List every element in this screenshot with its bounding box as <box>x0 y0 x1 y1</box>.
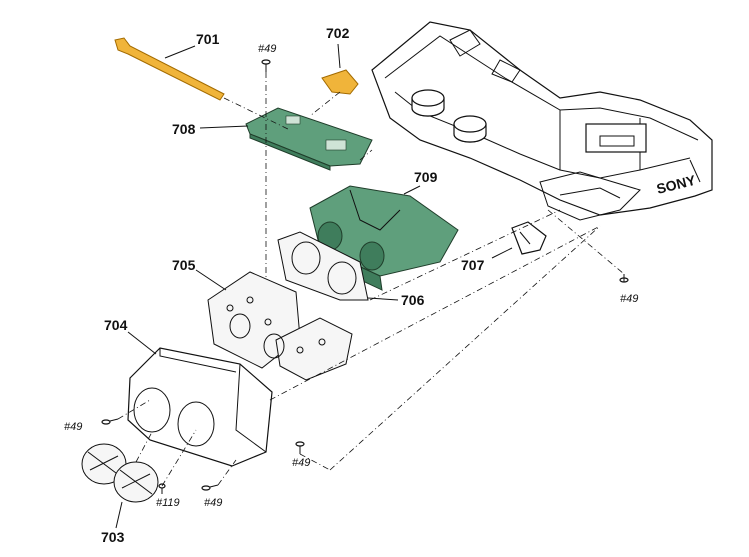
part-707-clip <box>511 221 547 255</box>
screw-left <box>101 418 119 425</box>
screw-ref-right: #49 <box>620 293 638 305</box>
assembly-guide-lines <box>117 72 625 487</box>
part-706-gasket <box>277 231 369 301</box>
part-708-board <box>245 107 373 171</box>
screw-ref-bottom: #49 <box>204 497 222 509</box>
screw-ref-left: #49 <box>64 421 82 433</box>
screw-right <box>619 274 629 283</box>
camera-body <box>371 21 713 221</box>
screw-center <box>295 441 305 454</box>
part-number-705: 705 <box>172 257 196 273</box>
screw-ref-119: #119 <box>156 497 180 509</box>
part-704-front-cover <box>127 347 273 467</box>
part-number-701: 701 <box>196 31 220 47</box>
part-701-strip <box>114 37 225 101</box>
part-number-702: 702 <box>326 25 350 41</box>
part-number-709: 709 <box>414 169 438 185</box>
screw-top <box>261 59 271 72</box>
part-number-704: 704 <box>104 317 128 333</box>
part-702-insulator <box>321 69 359 95</box>
part-705-frame <box>207 271 353 381</box>
screw-ref-top: #49 <box>258 43 276 55</box>
screw-ref-center: #49 <box>292 457 310 469</box>
part-703-lens-caps <box>81 443 159 503</box>
part-number-703: 703 <box>101 529 125 545</box>
part-number-708: 708 <box>172 121 196 137</box>
part-number-706: 706 <box>401 292 425 308</box>
part-number-707: 707 <box>461 257 485 273</box>
screw-bottom <box>201 484 219 491</box>
